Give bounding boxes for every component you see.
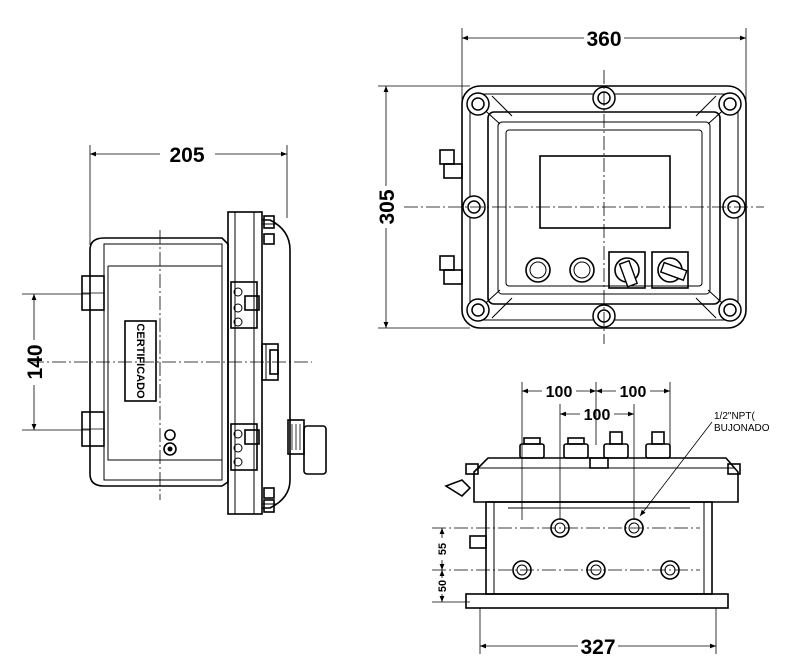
bottom-view: 100 100 100 1/2"NPT( BUJONADO bbox=[432, 382, 770, 659]
front-height-dimension: 305 bbox=[376, 86, 399, 328]
front-width-label: 360 bbox=[586, 28, 621, 51]
certification-plate bbox=[124, 320, 157, 402]
bottom-vertical-dim-upper: 55 bbox=[437, 528, 449, 570]
display-window bbox=[539, 155, 671, 229]
spacing-right-label: 100 bbox=[620, 384, 647, 401]
certification-text: CERTIFICADO bbox=[134, 323, 146, 399]
spacing-middle-label: 100 bbox=[584, 407, 611, 424]
bottom-vertical-dim-lower: 50 bbox=[437, 570, 449, 602]
side-width-dimension: 205 bbox=[90, 144, 287, 167]
base-width-label: 327 bbox=[580, 636, 615, 659]
base-width-dimension: 327 bbox=[480, 636, 716, 659]
front-height-label: 305 bbox=[376, 189, 399, 224]
bottom-spacing-right: 100 bbox=[596, 384, 670, 401]
spacing-left-label: 100 bbox=[546, 384, 573, 401]
npt-note-line1: 1/2"NPT( bbox=[714, 411, 755, 422]
vertical-dim-lower-label: 50 bbox=[437, 580, 449, 592]
bottom-spacing-left: 100 bbox=[522, 384, 596, 401]
side-view: 205 140 CERTIFICADO bbox=[22, 144, 327, 515]
front-view: 360 305 bbox=[376, 28, 764, 344]
npt-note-line2: BUJONADO bbox=[714, 423, 770, 434]
front-width-dimension: 360 bbox=[462, 28, 746, 51]
side-width-label: 205 bbox=[169, 144, 204, 167]
bottom-spacing-middle: 100 bbox=[560, 407, 634, 424]
vertical-dim-upper-label: 55 bbox=[437, 543, 449, 555]
